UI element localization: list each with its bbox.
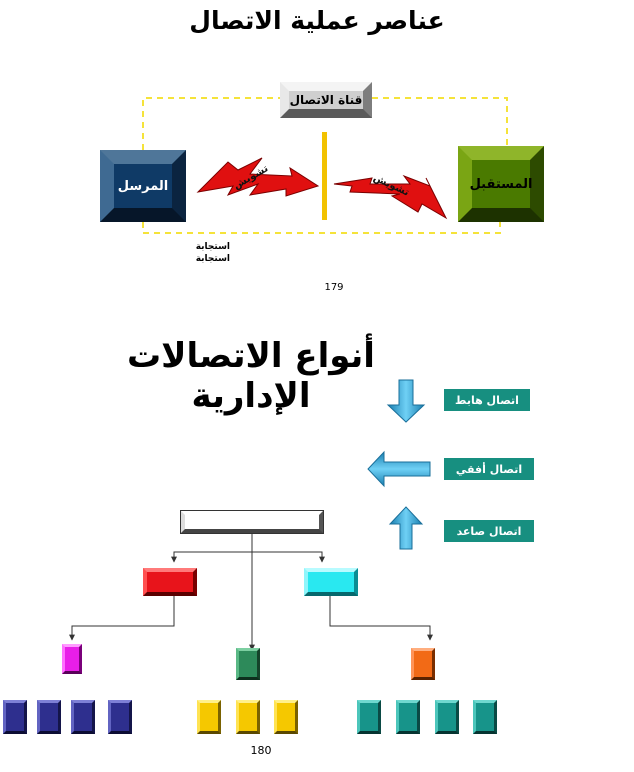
communication-diagram <box>142 97 508 234</box>
org-red-box <box>143 568 197 596</box>
channel-label: قناة الاتصال <box>289 91 363 109</box>
org-green-box <box>236 648 260 680</box>
org-teal-box-1 <box>357 700 381 734</box>
org-magenta-box <box>62 644 82 674</box>
org-orange-box <box>411 648 435 680</box>
org-navy-box-4 <box>108 700 132 734</box>
sender-label: المرسل <box>114 164 172 208</box>
channel-box: قناة الاتصال <box>280 82 372 118</box>
response-label-2: استجابة <box>195 254 230 264</box>
label-horizontal: اتصال أفقي <box>444 458 534 480</box>
org-yellow-box-2 <box>236 700 260 734</box>
sender-box: المرسل <box>100 150 186 222</box>
response-label-1: استجابة <box>195 242 230 252</box>
slide1-title: عناصر عملية الاتصال <box>189 6 445 35</box>
slide2-title: أنواع الاتصالات الإدارية <box>127 336 375 416</box>
org-teal-box-2 <box>396 700 420 734</box>
page-number-179: 179 <box>324 282 344 293</box>
receiver-box: المستقبل <box>458 146 544 222</box>
noise-bolt-left <box>196 157 320 197</box>
feedback-loop <box>142 97 508 234</box>
label-upward: اتصال صاعد <box>444 520 534 542</box>
org-yellow-box-1 <box>197 700 221 734</box>
org-top-box <box>180 510 324 534</box>
org-teal-box-3 <box>435 700 459 734</box>
communication-types-diagram <box>69 379 433 651</box>
org-navy-box-1 <box>3 700 27 734</box>
up-arrow-icon <box>388 506 424 550</box>
left-arrow-icon <box>367 450 431 488</box>
noise-bolt-right <box>333 174 448 220</box>
org-navy-box-2 <box>37 700 61 734</box>
channel-divider <box>322 132 327 220</box>
label-downward: اتصال هابط <box>444 389 530 411</box>
org-chart-connectors <box>69 532 433 651</box>
down-arrow-icon <box>386 379 426 423</box>
org-teal-box-4 <box>473 700 497 734</box>
org-yellow-box-3 <box>274 700 298 734</box>
org-cyan-box <box>304 568 358 596</box>
receiver-label: المستقبل <box>470 160 532 208</box>
org-navy-box-3 <box>71 700 95 734</box>
page-number-180: 180 <box>250 744 272 757</box>
